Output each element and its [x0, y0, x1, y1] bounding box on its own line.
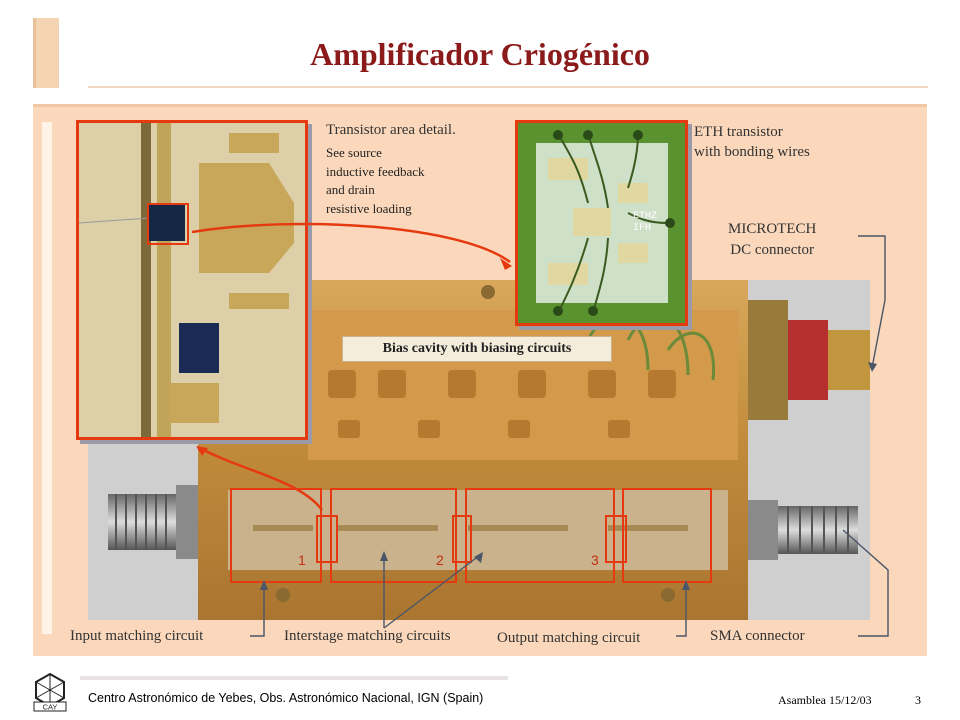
transistor-detail-illustration: [79, 123, 305, 437]
footer-event-date: Asamblea 15/12/03: [778, 693, 872, 707]
chip-marking-line-1: ETHZ: [633, 211, 658, 222]
page-number: 3: [915, 693, 921, 707]
transistor-detail-caption: Transistor area detail.: [326, 122, 456, 138]
capacitor-block: [179, 323, 219, 373]
subcaption-line-4: resistive loading: [326, 200, 412, 216]
eth-caption-line-2: with bonding wires: [694, 144, 810, 160]
transistor-highlight-box: [147, 203, 189, 245]
footer-divider: [80, 676, 508, 680]
eth-transistor-illustration: [518, 123, 685, 323]
transistor-detail-subcaption: See source inductive feedback and drain …: [326, 144, 425, 218]
eth-transistor-caption: ETH transistor with bonding wires: [694, 122, 810, 162]
slide-title: Amplificador Criogénico: [310, 36, 650, 72]
panel-edge-strip: [42, 122, 52, 634]
chip-marking-line-2: IFH: [633, 223, 652, 234]
microtech-caption: MICROTECH DC connector: [728, 219, 816, 261]
microtech-connector-body: [788, 320, 828, 400]
output-matching-caption: Output matching circuit: [497, 630, 641, 646]
title-accent-bar: [33, 18, 59, 88]
input-matching-caption: Input matching circuit: [70, 628, 204, 644]
interstage-matching-caption: Interstage matching circuits: [284, 628, 451, 644]
transistor-marker-2: [452, 515, 472, 563]
output-matching-box: [622, 488, 712, 583]
eth-caption-line-1: ETH transistor: [694, 124, 783, 140]
cay-logo-icon: CAY: [33, 672, 67, 712]
right-sma-thread: [778, 506, 858, 554]
interstage-matching-box-2: [465, 488, 615, 583]
title-divider: [88, 86, 928, 88]
cay-logo-text: CAY: [43, 703, 58, 712]
transistor-marker-1: [316, 515, 338, 563]
transistor-number-3: 3: [591, 552, 599, 568]
chip-marking: ETHZ IFH: [633, 211, 657, 235]
left-sma-thread: [108, 494, 178, 550]
microtech-caption-line-1: MICROTECH: [728, 221, 817, 237]
transistor-number-2: 2: [436, 552, 444, 568]
sma-connector-caption: SMA connector: [710, 628, 805, 644]
transistor-number-1: 1: [298, 552, 306, 568]
transistor-marker-3: [605, 515, 627, 563]
subcaption-line-1: See source: [326, 145, 382, 160]
transistor-detail-photo: [76, 120, 308, 440]
input-matching-box: [230, 488, 322, 583]
microtech-caption-line-2: DC connector: [730, 242, 815, 258]
cay-logo: CAY: [33, 672, 67, 712]
subcaption-line-3: and drain: [326, 182, 375, 197]
interstage-matching-box-1: [330, 488, 457, 583]
eth-transistor-photo: ETHZ IFH: [515, 120, 688, 326]
footer-institution: Centro Astronómico de Yebes, Obs. Astron…: [88, 691, 484, 705]
subcaption-line-2: inductive feedback: [326, 163, 425, 179]
bias-cavity-label: Bias cavity with biasing circuits: [342, 336, 612, 362]
